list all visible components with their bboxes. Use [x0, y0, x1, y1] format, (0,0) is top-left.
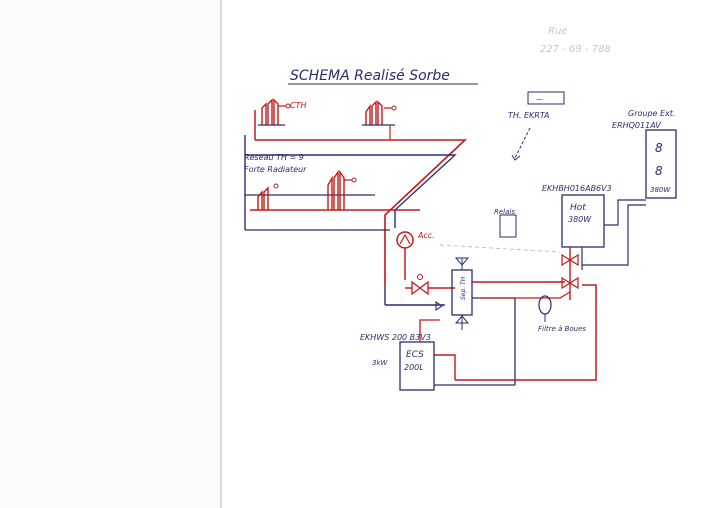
filter-label: Filtre à Boues — [538, 325, 586, 333]
tank-capacity: 200L — [404, 363, 424, 372]
return-pipe-top — [245, 154, 457, 228]
faint-note: Rue — [548, 26, 567, 37]
radiator-label: CTH — [290, 101, 307, 110]
check-valve-icon — [435, 300, 443, 312]
outdoor-group-icon — [645, 129, 677, 199]
outdoor-group-model: ERHQ011AV — [612, 121, 661, 130]
diagram-title: SCHEMA Realisé Sorbe — [290, 68, 450, 84]
outdoor-group-label: Groupe Ext. — [628, 109, 675, 118]
hydro-unit-label: Hot — [570, 203, 586, 213]
pump-label: Acc. — [417, 231, 435, 240]
tank-power: 3kW — [372, 359, 389, 367]
supply-pipe-top — [255, 139, 468, 285]
hot-water-tank-icon — [399, 341, 435, 391]
radiator-icon — [258, 98, 291, 126]
radiators-label: Forte Radiateur — [244, 165, 307, 174]
valve-icon — [561, 276, 579, 290]
tank-name: ECS — [406, 350, 424, 360]
radiator-icon — [362, 100, 397, 140]
separator-label: Sep. TH — [460, 276, 467, 300]
relay-icon — [499, 214, 517, 238]
radiators-label: Reseau TH = 9 — [244, 153, 304, 162]
faint-note: 227 - 69 - 788 — [540, 44, 611, 55]
outdoor-group-symbol: 8 — [655, 141, 663, 155]
tank-model: EKHWS 200 B3V3 — [360, 333, 431, 342]
hydro-unit-power: 380W — [568, 215, 592, 224]
thermostat-label: TH. EKRTA — [508, 111, 549, 120]
thermostat-display: — — [536, 95, 543, 103]
radiator-icon — [327, 169, 357, 210]
outdoor-group-symbol: 8 — [655, 164, 663, 178]
valve-icon — [561, 253, 579, 267]
page-fold — [220, 0, 222, 508]
blank-margin — [0, 0, 220, 508]
outdoor-group-power: 380W — [650, 186, 671, 194]
filter-icon — [538, 295, 552, 315]
hydro-unit-icon — [561, 194, 605, 248]
relay-label: Relais — [494, 208, 515, 216]
thermostat-icon — [527, 91, 565, 105]
three-way-valve-icon — [411, 274, 429, 296]
radiator-icon — [257, 183, 279, 210]
hydro-unit-model: EKHBH016AB6V3 — [542, 184, 612, 193]
